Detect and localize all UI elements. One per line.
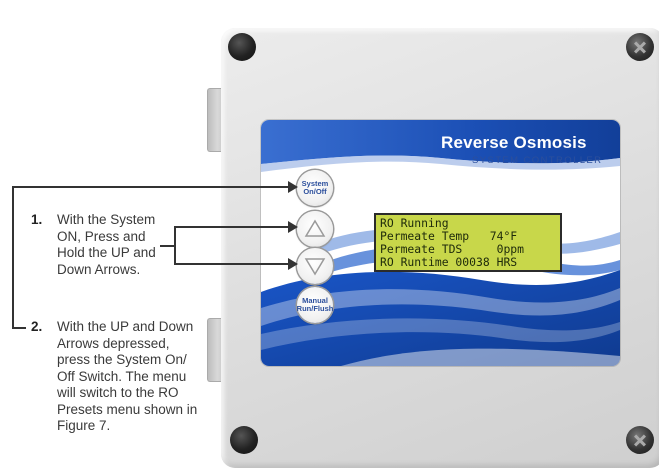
- leader-line: [12, 186, 14, 329]
- lcd-line-permeate-temp: Permeate Temp 74°F: [380, 229, 518, 243]
- down-arrow-icon: [304, 258, 326, 276]
- arrowhead-icon: [288, 258, 298, 270]
- leader-line: [12, 327, 26, 329]
- leader-line: [174, 263, 292, 265]
- lcd-display: RO Running Permeate Temp 74°F Permeate T…: [374, 213, 562, 272]
- leader-line: [174, 226, 176, 264]
- screw-icon: [626, 33, 654, 61]
- manual-run-flush-button[interactable]: Manual Run/Flush: [297, 287, 333, 323]
- leader-line: [174, 226, 292, 228]
- screw-icon: [626, 426, 654, 454]
- arrowhead-icon: [288, 221, 298, 233]
- lcd-line-permeate-tds: Permeate TDS 0ppm: [380, 242, 525, 256]
- screw-icon: [228, 33, 256, 61]
- instruction-step-2: 2. With the UP and Down Arrows depressed…: [31, 319, 221, 459]
- arrowhead-icon: [288, 181, 298, 193]
- step-number: 2.: [31, 319, 43, 334]
- step-text: With the System ON, Press and Hold the U…: [57, 212, 156, 277]
- up-arrow-button[interactable]: [297, 211, 333, 247]
- up-arrow-icon: [304, 219, 326, 237]
- step-text: With the UP and Down Arrows depressed, p…: [57, 319, 198, 433]
- enclosure-hinge: [207, 88, 224, 152]
- step-number: 1.: [31, 212, 43, 227]
- lcd-line-status: RO Running: [380, 216, 449, 230]
- enclosure-hinge: [207, 318, 224, 382]
- down-arrow-button[interactable]: [297, 248, 333, 284]
- brand-subtitle: SYSTEM CONTROLLER: [472, 155, 603, 166]
- lcd-line-runtime: RO Runtime 00038 HRS: [380, 255, 518, 269]
- button-label: Manual Run/Flush: [296, 295, 334, 313]
- leader-line: [160, 245, 175, 247]
- screw-icon: [230, 426, 258, 454]
- brand-title: Reverse Osmosis: [441, 133, 587, 152]
- leader-line: [12, 186, 292, 188]
- system-on-off-button[interactable]: System On/Off: [297, 170, 333, 206]
- button-label: System On/Off: [301, 178, 329, 196]
- instruction-step-1: 1. With the System ON, Press and Hold th…: [31, 212, 201, 282]
